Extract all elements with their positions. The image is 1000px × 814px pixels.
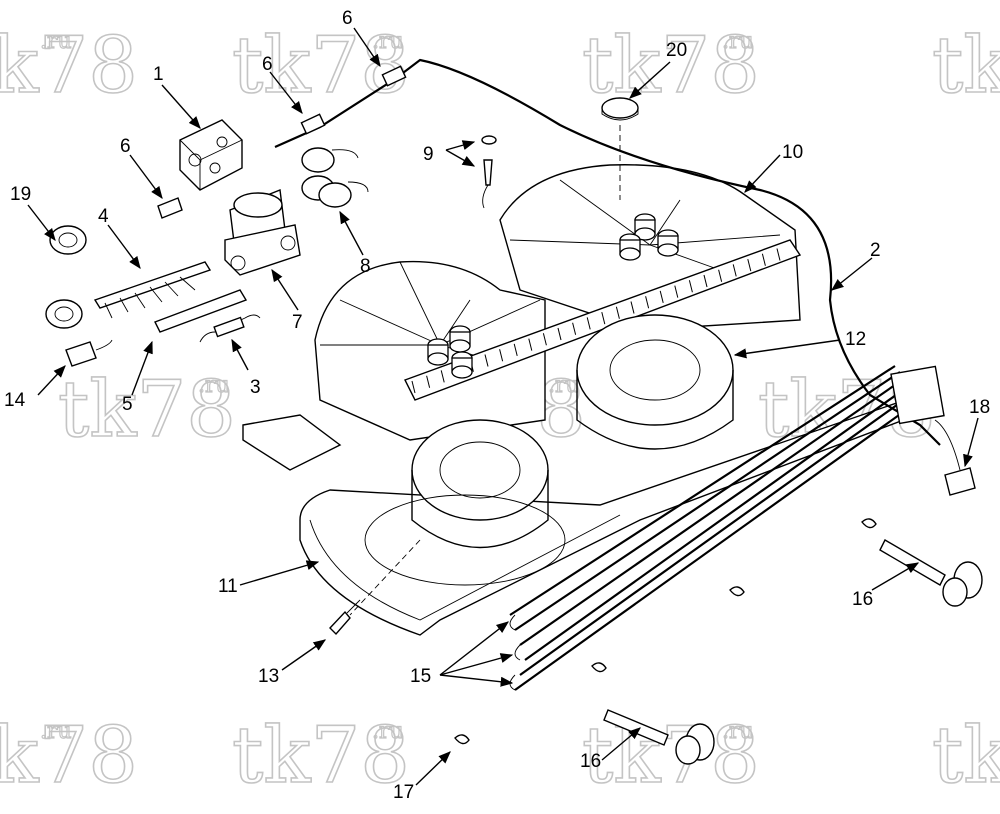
callout-label: 5 [122,394,133,415]
fin-tick [615,306,620,319]
fin-tick [732,264,737,277]
fin-tick [645,296,650,309]
insulation-strip [154,289,248,333]
watermark-text: tk78 [932,21,1000,111]
watermark-suffix: .ru [548,373,580,398]
junction-box [179,119,243,191]
sensor-probe [481,135,497,209]
heater-elements [509,365,945,691]
solenoid-valve [224,189,301,276]
fin-tick [499,349,504,362]
callout-label: 16 [580,751,601,772]
callout-label: 17 [393,782,414,803]
callout-label: 13 [258,666,279,687]
callout-label: 6 [262,54,273,75]
fin-tick [513,343,518,357]
watermark-text: tk78 [582,21,760,111]
watermark-suffix: .ru [372,719,404,744]
callout-label: 18 [969,397,990,418]
watermark-text: tk78 [232,711,410,801]
fin-tick [688,280,693,293]
fin-tick [426,375,431,388]
callout-label: 16 [852,589,873,610]
callout-labels: 1 2 3 4 5 6 6 6 7 8 9 10 11 12 13 14 15 … [4,8,990,803]
callout-label: 8 [360,256,371,277]
watermark-suffix: .ru [722,29,754,54]
wire-harness [274,58,941,446]
fin-tick [557,327,562,341]
terminal-strip [93,261,212,319]
fin-tick [484,354,489,367]
watermark-text: tk78 [0,711,138,801]
callout-label: 9 [423,144,434,165]
leader-arrows [27,27,979,786]
fin-tick [572,322,577,335]
clamps [454,518,877,745]
fin-tick [659,290,664,304]
watermark-text: tk78 [932,711,1000,801]
callout-label: 14 [4,390,26,411]
callout-label: 19 [10,184,31,205]
watermark-text: tk78 [0,21,138,111]
fin-tick [411,380,416,394]
connector [300,113,326,135]
callout-label: 4 [98,206,109,227]
watermark-text: tk78 [582,711,760,801]
callout-label: 6 [120,136,131,157]
fin-tick [674,285,679,298]
callout-label: 2 [870,240,881,261]
callout-label: 11 [218,576,238,597]
callout-label: 1 [153,64,164,85]
watermark-suffix: .ru [40,29,72,54]
resistor [199,314,261,343]
fin-tick [542,333,547,346]
cap [601,97,639,121]
fin-rail-ticks [411,248,781,394]
fin-tick [440,370,445,383]
connector [381,65,407,87]
watermark-suffix: .ru [722,719,754,744]
coils [301,147,369,208]
watermark-suffix: .ru [40,719,72,744]
thermostat [934,419,976,496]
fin-tick [776,248,781,261]
fin-tick [761,253,766,266]
callout-label: 3 [250,377,261,398]
callout-label: 7 [292,312,303,333]
fin-tick [630,301,635,314]
callout-label: 10 [782,142,803,163]
small-clip [65,197,183,367]
grommets [45,225,87,329]
fin-tick [528,338,533,351]
fin-tick [601,311,606,325]
callout-label: 15 [410,666,431,687]
callout-label: 20 [666,40,687,61]
callout-label: 12 [845,329,866,350]
watermark-text: tk78 [232,21,410,111]
fin-tick [718,269,723,282]
fuse [329,599,361,636]
evaporator-housing [242,164,932,636]
watermark-suffix: .ru [372,29,404,54]
callout-label: 6 [342,8,353,29]
watermark-text: tk78 [58,365,236,455]
fin-tick [586,317,591,330]
fin-tick [703,274,708,288]
fin-tick [747,258,752,272]
watermark-suffix: .ru [198,373,230,398]
blower-wheel-right [576,314,734,426]
